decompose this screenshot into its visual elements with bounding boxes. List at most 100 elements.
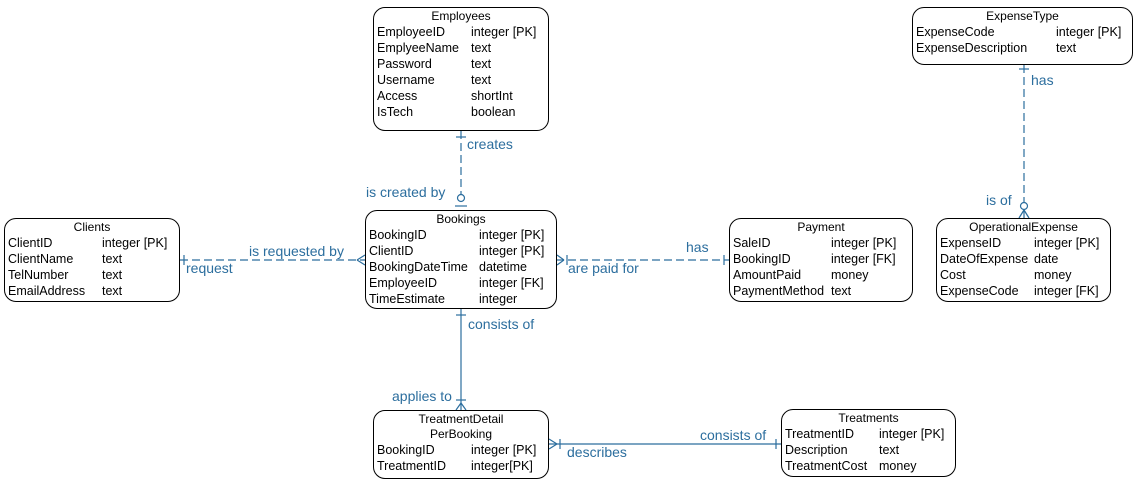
field-name: TelNumber — [8, 268, 69, 282]
field-type: money — [879, 459, 917, 473]
label-applies-to: applies to — [392, 388, 452, 404]
entity-title: ExpenseType — [986, 9, 1059, 23]
connector-employees-bookings — [455, 131, 467, 207]
field-row: PaymentMethod text — [733, 283, 896, 299]
field-name: ExpenseCode — [940, 284, 1019, 298]
field-name: ExpenseCode — [916, 25, 995, 39]
field-name: ClientID — [369, 244, 414, 258]
field-type: text — [1056, 41, 1077, 55]
field-type: text — [879, 443, 900, 457]
connector-expensetype-operationalexpense — [1018, 65, 1030, 219]
connector-clients-bookings — [180, 254, 366, 266]
field-name: IsTech — [377, 105, 414, 119]
field-type: integer [FK] — [831, 252, 896, 266]
field-type: money — [831, 268, 869, 282]
field-type: text — [102, 268, 123, 282]
label-is-created-by: is created by — [366, 184, 446, 200]
field-name: TreatmentCost — [785, 459, 868, 473]
field-name: ClientName — [8, 252, 74, 266]
label-is-of: is of — [986, 192, 1012, 208]
field-row: ClientID integer [PK] — [369, 243, 544, 259]
field-name: Description — [785, 443, 848, 457]
field-row: IsTech boolean — [377, 104, 536, 120]
field-name: BookingDateTime — [369, 260, 468, 274]
field-name: EmployeeID — [369, 276, 438, 290]
entity-title: Bookings — [436, 212, 486, 226]
field-type: boolean — [471, 105, 516, 119]
label-consists-of-treatments: consists of — [700, 427, 767, 443]
field-name: TreatmentID — [377, 459, 447, 473]
field-type: text — [471, 41, 492, 55]
connector-bookings-payment — [556, 254, 729, 266]
field-type: integer [PK] — [479, 228, 545, 242]
field-type: shortInt — [471, 89, 513, 103]
field-type: integer [PK] — [479, 244, 545, 258]
field-row: EmployeeID integer [FK] — [369, 275, 544, 291]
label-is-requested-by: is requested by — [249, 243, 344, 259]
field-row: BookingID integer [FK] — [733, 251, 896, 267]
label-request: request — [186, 260, 233, 276]
field-name: AmountPaid — [733, 268, 802, 282]
field-type: integer [PK] — [102, 236, 168, 250]
label-are-paid-for: are paid for — [568, 260, 639, 276]
field-name: EmailAddress — [8, 284, 86, 298]
field-name: Username — [377, 73, 435, 87]
field-name: TreatmentID — [785, 427, 855, 441]
field-type: text — [831, 284, 852, 298]
field-type: money — [1034, 268, 1072, 282]
field-row: Description text — [785, 442, 944, 458]
field-name: ExpenseID — [940, 236, 1002, 250]
field-name: BookingID — [733, 252, 791, 266]
field-name: Password — [377, 57, 432, 71]
entity-title: OperationalExpense — [969, 220, 1078, 234]
label-describes: describes — [567, 444, 627, 460]
field-type: text — [471, 57, 492, 71]
field-type: integer — [479, 292, 518, 306]
field-row: TreatmentCost money — [785, 458, 944, 474]
field-name: PaymentMethod — [733, 284, 825, 298]
field-type: text — [471, 73, 492, 87]
field-type: integer [FK] — [479, 276, 544, 290]
field-name: Access — [377, 89, 418, 103]
field-row: Password text — [377, 56, 536, 72]
label-creates: creates — [467, 136, 513, 152]
entity-title: TreatmentDetail PerBooking — [418, 412, 504, 441]
field-name: DateOfExpense — [940, 252, 1029, 266]
field-name: TimeEstimate — [369, 292, 445, 306]
entity-title: Payment — [797, 220, 845, 234]
field-row: Access shortInt — [377, 88, 536, 104]
label-consists-of-bookings: consists of — [468, 316, 535, 332]
entity-title: Treatments — [838, 411, 899, 425]
